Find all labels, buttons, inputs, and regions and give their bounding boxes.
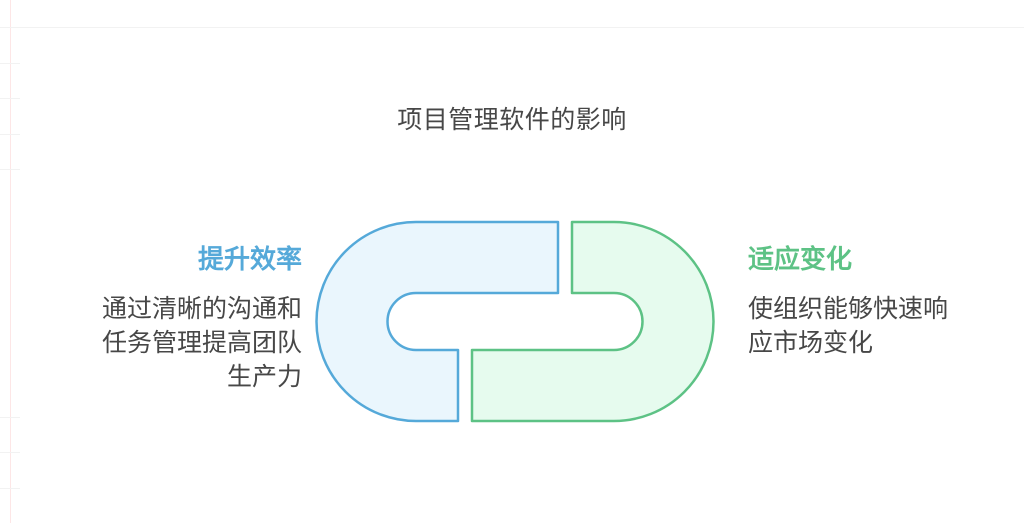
background-tick <box>0 452 20 453</box>
background-tick <box>0 134 20 135</box>
background-tick <box>0 63 20 64</box>
background-tick <box>0 488 20 489</box>
left-callout: 提升效率 通过清晰的沟通和 任务管理提高团队 生产力 <box>102 242 302 394</box>
background-tick <box>0 98 20 99</box>
background-tick <box>0 169 20 170</box>
background-guide-vertical <box>10 0 11 523</box>
right-heading: 适应变化 <box>748 245 853 275</box>
right-description: 使组织能够快速响 应市场变化 <box>748 294 949 357</box>
right-callout: 适应变化 使组织能够快速响 应市场变化 <box>748 242 948 360</box>
background-tick <box>0 417 20 418</box>
diagram-title: 项目管理软件的影响 <box>397 105 627 134</box>
background-guide-top <box>0 27 1024 28</box>
left-link-shape <box>315 220 560 423</box>
right-link-shape <box>470 220 715 423</box>
left-description: 通过清晰的沟通和 任务管理提高团队 生产力 <box>101 294 302 391</box>
left-heading: 提升效率 <box>197 245 302 275</box>
